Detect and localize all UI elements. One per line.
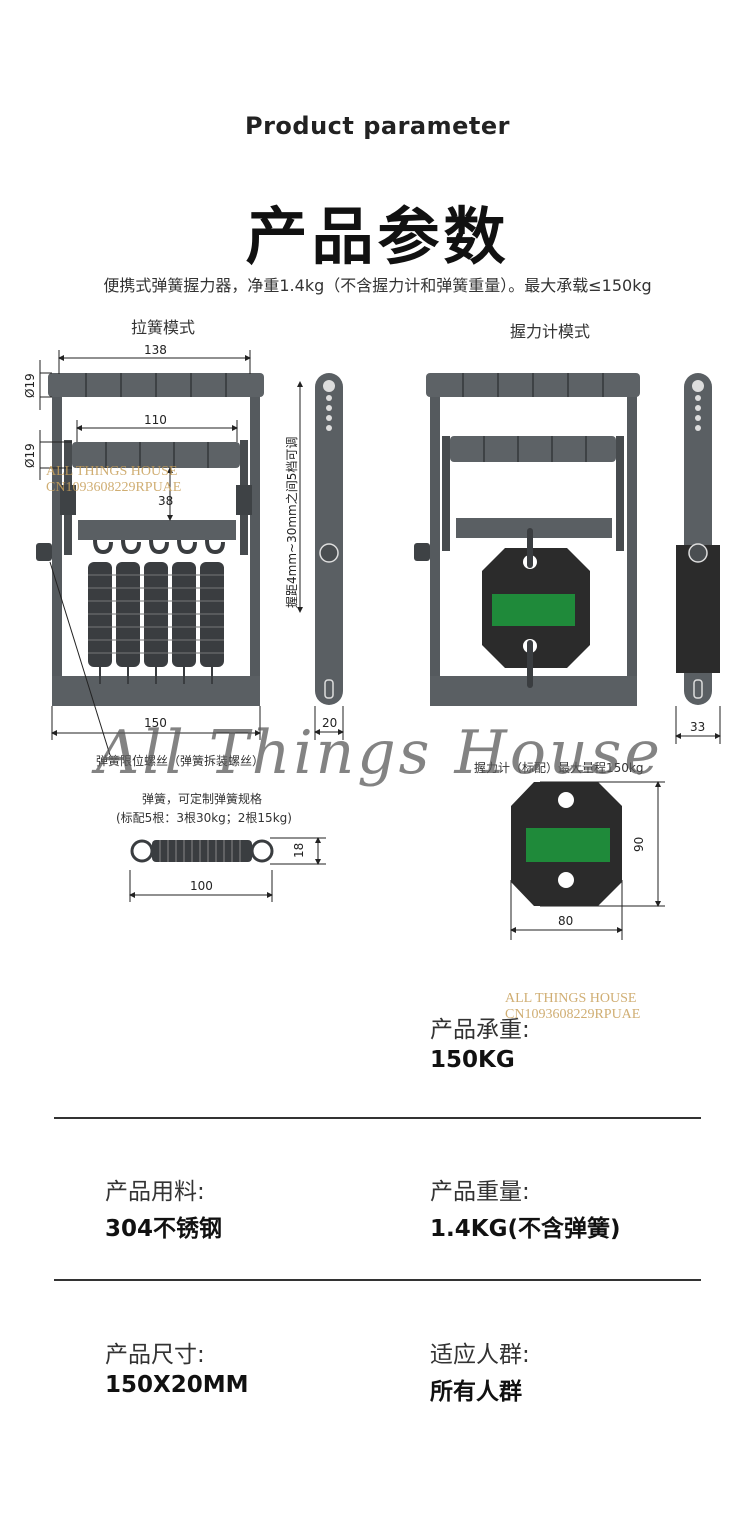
spec-audience-label: 适应人群:	[430, 1342, 530, 1368]
spring-mode-device	[36, 373, 264, 706]
dim-dia19-mid: Ø19	[23, 443, 37, 468]
spring-mode-side-view	[315, 373, 343, 705]
watermark-small-2: ALL THINGS HOUSE CN1093608229RPUAE	[505, 991, 641, 1022]
gauge-detail	[511, 782, 622, 906]
dim-90: 90	[632, 837, 646, 852]
dim-80: 80	[558, 914, 573, 928]
spec-audience-value: 所有人群	[430, 1379, 522, 1405]
dim-110: 110	[144, 413, 167, 427]
dynamometer-mode-device	[414, 373, 640, 706]
spring-note-line1: 弹簧，可定制弹簧规格	[142, 792, 263, 806]
grip-adjust-label: 握距4mm~30mm之间5档可调	[284, 437, 299, 608]
divider-1	[54, 1117, 701, 1119]
watermark-small-1: ALL THINGS HOUSE CN1093608229RPUAE	[46, 464, 182, 495]
spec-size-label: 产品尺寸:	[105, 1342, 205, 1368]
product-description: 便携式弹簧握力器，净重1.4kg（不含握力计和弹簧重量）。最大承载≤150kg	[103, 276, 652, 295]
dim-100: 100	[190, 879, 213, 893]
technical-drawing: 138 110 38 Ø19 Ø19 150 20 33 握距4mm~30mm之…	[23, 343, 721, 940]
spec-weight-label: 产品重量:	[430, 1179, 530, 1205]
dynamometer-mode-label: 握力计模式	[510, 322, 591, 341]
dim-20: 20	[322, 716, 337, 730]
dim-33: 33	[690, 720, 705, 734]
spring-detail	[130, 839, 274, 863]
dim-dia19-top: Ø19	[23, 373, 37, 398]
dim-150: 150	[144, 716, 167, 730]
spring-note-line2: (标配5根：3根30kg；2根15kg)	[116, 811, 292, 825]
spec-load-label: 产品承重:	[430, 1017, 530, 1043]
dim-38: 38	[158, 494, 173, 508]
title-cn: 产品参数	[245, 200, 510, 273]
spec-load-value: 150KG	[430, 1047, 515, 1073]
dim-18: 18	[292, 843, 306, 858]
spec-material-value: 304不锈钢	[105, 1216, 223, 1242]
watermark-large: All Things House	[96, 718, 663, 788]
limit-screw-note: 弹簧限位螺丝（弹簧拆装螺丝）	[96, 754, 265, 768]
spec-material-label: 产品用料:	[105, 1179, 205, 1205]
dim-138: 138	[144, 343, 167, 357]
dynamometer-mode-side-view	[676, 373, 720, 705]
divider-2	[54, 1279, 701, 1281]
spec-weight-value: 1.4KG(不含弹簧)	[430, 1216, 621, 1242]
title-en: Product parameter	[244, 112, 510, 140]
spec-size-value: 150X20MM	[105, 1372, 249, 1398]
spring-mode-label: 拉簧模式	[131, 318, 196, 337]
dynamometer-note: 握力计（标配）最大量程150kg	[474, 761, 644, 775]
